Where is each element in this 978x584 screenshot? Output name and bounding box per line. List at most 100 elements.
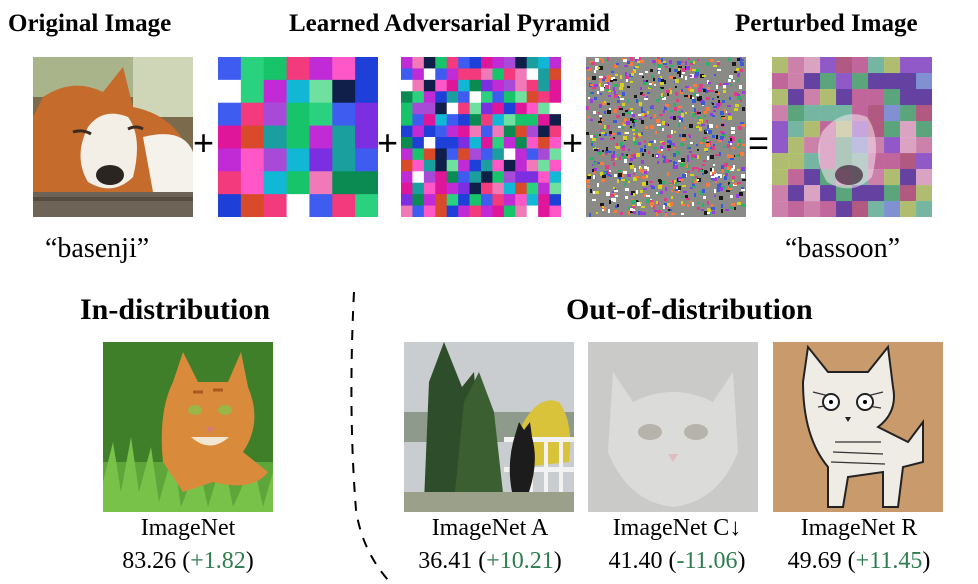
fine-cell <box>435 171 448 184</box>
coarse-cell <box>263 148 288 172</box>
coarse-cell <box>309 194 333 217</box>
fine-cell <box>423 148 436 161</box>
fine-cell <box>469 79 482 92</box>
fine-cell <box>423 182 436 195</box>
fine-cell <box>458 91 471 104</box>
ood-c-score-line: 41.40 (-11.06) <box>608 548 746 574</box>
coarse-cell <box>332 148 356 172</box>
fine-cell <box>526 57 539 69</box>
fine-cell <box>515 102 528 115</box>
imagenet-a-image <box>404 342 574 512</box>
fine-cell <box>469 159 482 172</box>
fine-cell <box>481 205 493 217</box>
fine-cell <box>526 137 539 149</box>
coarse-cell <box>355 148 378 172</box>
fine-cell <box>446 159 459 172</box>
fine-cell <box>412 148 425 161</box>
ood-a-score: 36.41 <box>418 548 473 574</box>
fine-cell <box>503 159 516 172</box>
fine-cell <box>538 148 551 161</box>
perturbed-class-label: “bassoon” <box>785 233 901 264</box>
fine-cell <box>526 91 539 104</box>
imagenet-cat-image <box>103 342 273 512</box>
fine-cell <box>538 194 551 207</box>
fine-cell <box>458 79 471 92</box>
fine-cell <box>481 148 493 161</box>
fine-cell <box>412 171 425 184</box>
fine-cell <box>515 171 528 184</box>
fine-cell <box>538 182 551 195</box>
fine-cell <box>538 137 551 149</box>
fine-cell <box>458 125 471 138</box>
coarse-cell <box>240 125 265 149</box>
ood-r-score-line: 49.69 (+11.45) <box>787 548 931 574</box>
fine-cell <box>481 91 493 104</box>
fine-cell <box>423 125 436 138</box>
fine-cell <box>526 68 539 81</box>
fine-cell <box>423 205 436 217</box>
fine-cell <box>526 159 539 172</box>
fine-cell <box>423 159 436 172</box>
fine-cell <box>446 171 459 184</box>
coarse-cell <box>240 57 265 81</box>
coarse-cell <box>309 79 333 104</box>
fine-cell <box>401 79 413 92</box>
fine-cell <box>446 79 459 92</box>
fine-cell <box>549 148 561 161</box>
fine-cell <box>492 148 505 161</box>
fine-cell <box>401 91 413 104</box>
fine-cell <box>401 57 413 69</box>
in-distribution-heading: In-distribution <box>80 293 271 326</box>
fine-cell <box>458 194 471 207</box>
fine-cell <box>538 205 551 217</box>
coarse-cell <box>263 102 288 127</box>
equals-operator: = <box>748 122 770 163</box>
coarse-cell <box>263 194 288 217</box>
fine-cell <box>401 125 413 138</box>
fine-cell <box>446 194 459 207</box>
pyramid-level-pixel-noise <box>586 57 746 217</box>
fine-cell <box>549 57 561 69</box>
fine-cell <box>435 182 448 195</box>
fine-cell <box>492 102 505 115</box>
coarse-cell <box>286 125 310 149</box>
fine-cell <box>549 79 561 92</box>
coarse-cell <box>286 79 310 104</box>
coarse-cell <box>332 57 356 81</box>
fine-cell <box>503 194 516 207</box>
coarse-cell <box>309 125 333 149</box>
coarse-cell <box>286 102 310 127</box>
fine-cell <box>412 159 425 172</box>
fine-cell <box>481 114 493 127</box>
fine-cell <box>515 137 528 149</box>
fine-cell <box>526 148 539 161</box>
in-dist-score: 83.26 <box>122 548 177 574</box>
fine-cell <box>481 68 493 81</box>
fine-cell <box>492 125 505 138</box>
fine-cell <box>549 194 561 207</box>
coarse-cell <box>263 125 288 149</box>
fine-cell <box>515 91 528 104</box>
fine-cell <box>549 171 561 184</box>
fine-cell <box>538 79 551 92</box>
perturbed-image-title: Perturbed Image <box>735 10 918 37</box>
fine-cell <box>549 102 561 115</box>
fine-cell <box>549 68 561 81</box>
fine-cell <box>515 182 528 195</box>
fine-cell <box>446 125 459 138</box>
fine-cell <box>412 91 425 104</box>
pyramid-level-coarse <box>218 57 378 217</box>
fine-cell <box>538 91 551 104</box>
fine-cell <box>458 182 471 195</box>
original-class-label: “basenji” <box>45 233 150 264</box>
fine-cell <box>401 148 413 161</box>
fine-cell <box>401 68 413 81</box>
fine-cell <box>492 205 505 217</box>
fine-cell <box>503 114 516 127</box>
fine-cell <box>549 114 561 127</box>
original-dog-image <box>33 57 193 217</box>
coarse-cell <box>263 79 288 104</box>
fine-cell <box>503 91 516 104</box>
plus-operator-1: + <box>193 122 215 163</box>
fine-cell <box>435 57 448 69</box>
